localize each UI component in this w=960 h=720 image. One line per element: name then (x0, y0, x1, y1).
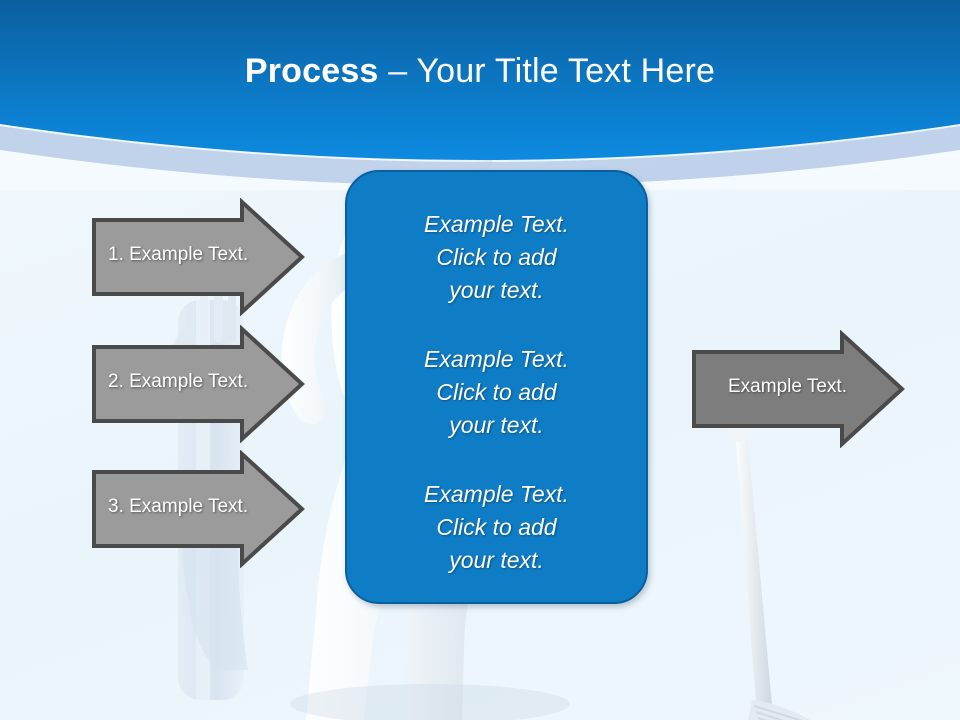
page-title: Process – Your Title Text Here (0, 50, 960, 92)
panel-line-1: Example Text. (424, 481, 569, 507)
arrow-right-icon (692, 329, 905, 449)
panel-line-3: your text. (449, 412, 544, 438)
panel-line-1: Example Text. (424, 211, 569, 237)
header-band (0, 0, 960, 190)
step-arrow-1[interactable]: 1. Example Text. (90, 197, 306, 321)
panel-line-3: your text. (449, 277, 544, 303)
panel-line-3: your text. (449, 547, 544, 573)
step-arrow-2[interactable]: 2. Example Text. (90, 324, 306, 448)
step-arrow-3[interactable]: 3. Example Text. (90, 449, 306, 573)
title-rest: – Your Title Text Here (378, 52, 716, 90)
panel-line-2: Click to add (436, 379, 557, 405)
content-panel[interactable]: Example Text. Click to add your text. Ex… (345, 170, 648, 604)
panel-text-block[interactable]: Example Text. Click to add your text. (372, 208, 622, 307)
panel-line-2: Click to add (436, 244, 557, 270)
panel-line-1: Example Text. (424, 346, 569, 372)
arrow-right-icon (92, 449, 305, 569)
panel-line-2: Click to add (436, 514, 557, 540)
arrow-right-icon (92, 197, 305, 317)
arrow-right-icon (92, 324, 305, 444)
result-arrow[interactable]: Example Text. (690, 329, 906, 453)
panel-text-block[interactable]: Example Text. Click to add your text. (372, 478, 622, 577)
title-strong: Process (244, 52, 379, 90)
panel-text-block[interactable]: Example Text. Click to add your text. (372, 343, 622, 442)
